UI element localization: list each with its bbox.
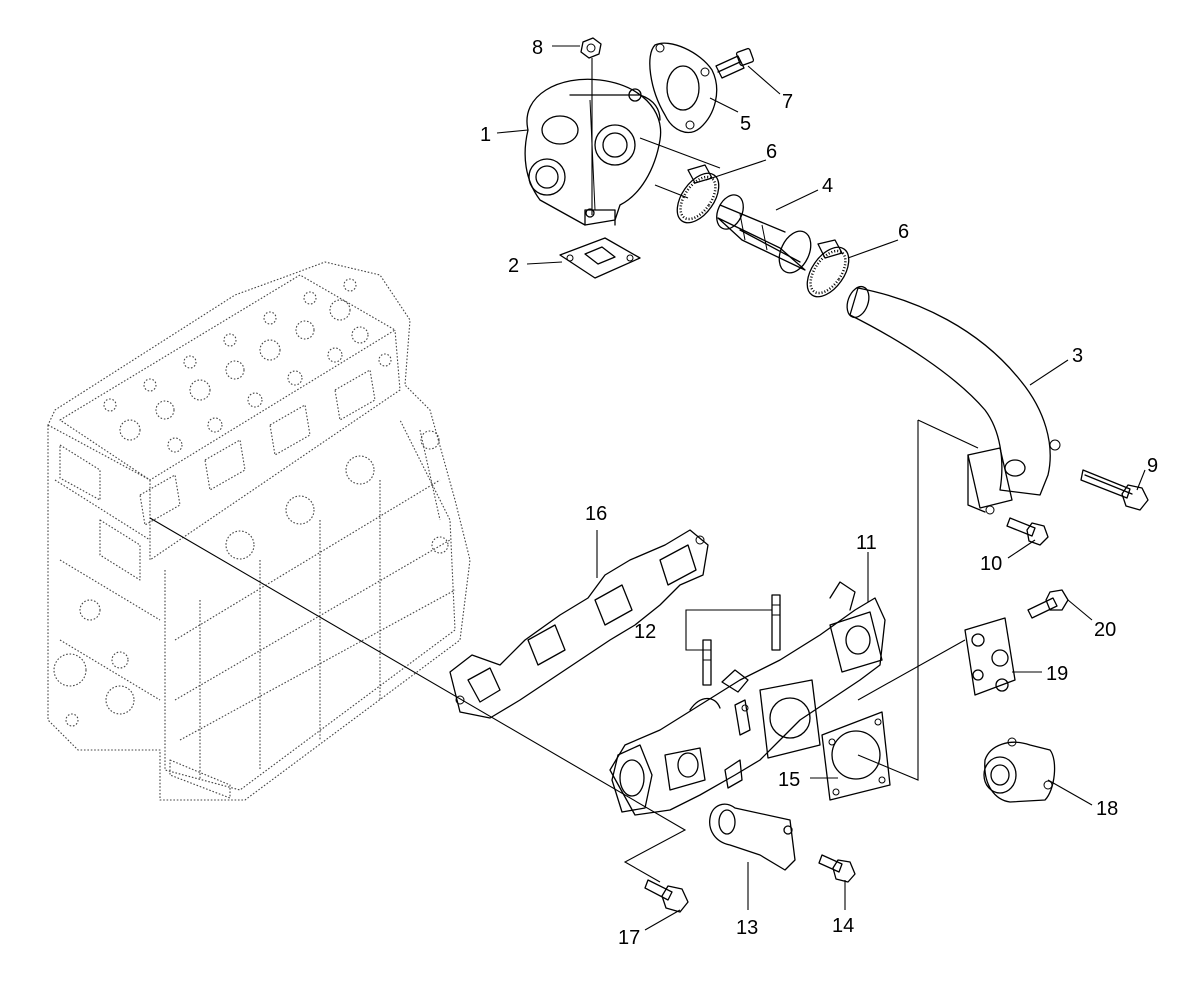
- manifold-gasket[interactable]: [449, 529, 709, 719]
- exhaust-pipe[interactable]: [843, 284, 1061, 515]
- callout-6-lower: 6: [898, 221, 909, 243]
- callout-16: 16: [585, 503, 607, 525]
- hose-clamp-upper[interactable]: [669, 164, 727, 230]
- callout-6-upper: 6: [766, 141, 777, 163]
- callout-2: 2: [508, 255, 519, 277]
- callout-19: 19: [1046, 663, 1068, 685]
- intercooler-hose[interactable]: [712, 191, 817, 278]
- callout-15: 15: [778, 769, 800, 791]
- exhaust-manifold[interactable]: [609, 581, 886, 816]
- hose-clamp-lower[interactable]: [799, 239, 857, 304]
- callout-9: 9: [1147, 455, 1158, 477]
- callout-4: 4: [822, 175, 833, 197]
- bracket-bolt[interactable]: [818, 854, 856, 883]
- turbo-nut[interactable]: [580, 37, 602, 59]
- callout-20: 20: [1094, 619, 1116, 641]
- pipe-bolt-short[interactable]: [1006, 517, 1049, 546]
- turbo-base-gasket[interactable]: [559, 237, 641, 279]
- callout-7: 7: [782, 91, 793, 113]
- callout-11: 11: [856, 532, 877, 554]
- flange-bolt[interactable]: [715, 47, 755, 79]
- callout-1: 1: [480, 124, 491, 146]
- turbocharger[interactable]: [524, 78, 662, 226]
- callout-12: 12: [634, 621, 656, 643]
- outlet-fitting[interactable]: [983, 737, 1056, 803]
- callout-10: 10: [980, 553, 1002, 575]
- callout-labels: 1 2 3 4 5 6 6 7 8 9 10 11 12 13 14 15 16…: [480, 37, 1158, 949]
- cover-plate[interactable]: [964, 617, 1016, 696]
- engine-block: [47, 261, 471, 801]
- callout-13: 13: [736, 917, 758, 939]
- callout-3: 3: [1072, 345, 1083, 367]
- outlet-gasket[interactable]: [821, 711, 891, 801]
- callout-14: 14: [832, 915, 854, 937]
- manifold-studs[interactable]: [702, 594, 781, 686]
- cylinder-head-ports: [103, 278, 392, 453]
- pipe-bolt-long[interactable]: [1080, 469, 1149, 511]
- callout-leaders: [496, 45, 1146, 931]
- engine-side-ports: [139, 369, 376, 560]
- callout-8: 8: [532, 37, 543, 59]
- callout-17: 17: [618, 927, 640, 949]
- manifold-bracket[interactable]: [709, 803, 796, 871]
- flange-gasket[interactable]: [649, 42, 718, 133]
- callout-5: 5: [740, 113, 751, 135]
- cover-bolt[interactable]: [1027, 589, 1069, 619]
- manifold-bolt[interactable]: [644, 879, 689, 913]
- callout-18: 18: [1096, 798, 1118, 820]
- assembly-lines: [149, 58, 979, 883]
